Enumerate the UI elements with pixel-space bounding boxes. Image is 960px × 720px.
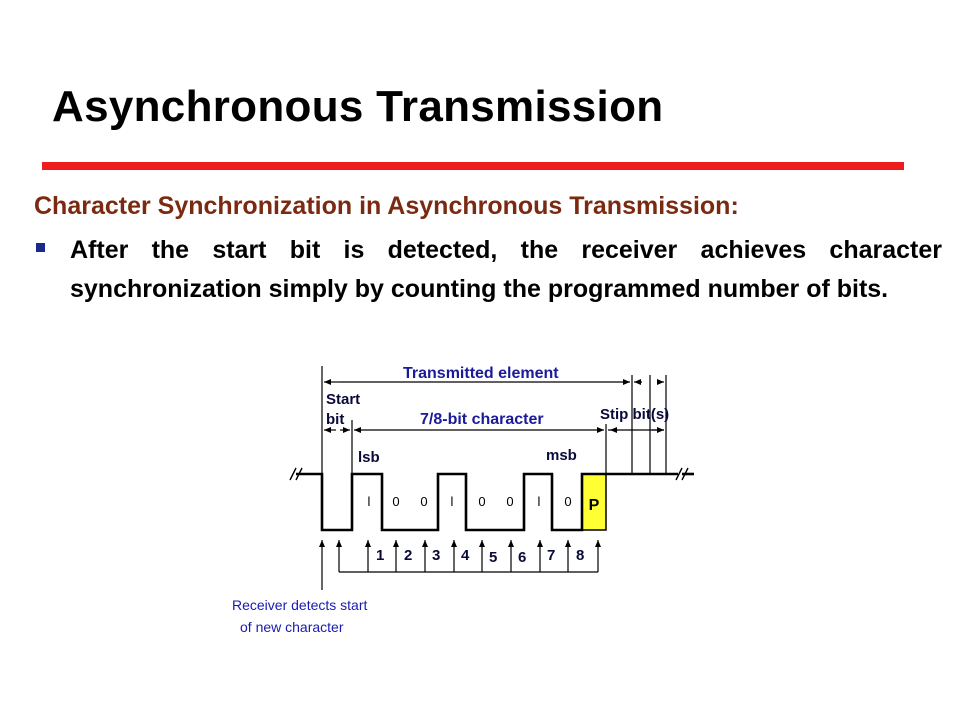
caption-line1: Receiver detects start <box>232 597 367 613</box>
sample-number: 7 <box>547 547 555 564</box>
title-underline <box>42 162 904 170</box>
parity-bit-label: P <box>589 497 600 514</box>
bit-value: 0 <box>420 494 427 509</box>
transmitted-element-label: Transmitted element <box>403 365 559 382</box>
sample-number: 2 <box>404 547 412 564</box>
break-mark-right-icon <box>675 467 689 481</box>
sample-number: 6 <box>518 549 526 566</box>
bit-value: 0 <box>478 494 485 509</box>
bit-value: l <box>368 494 371 509</box>
start-bit-label-line1: Start <box>326 391 360 408</box>
bit-value: 0 <box>506 494 513 509</box>
slide-title: Asynchronous Transmission <box>52 82 664 131</box>
character-label: 7/8-bit character <box>420 411 544 428</box>
sample-number: 8 <box>576 547 584 564</box>
bit-value: l <box>538 494 541 509</box>
bullet-text: After the start bit is detected, the rec… <box>70 236 942 303</box>
sample-number: 3 <box>432 547 440 564</box>
signal-waveform <box>296 472 678 532</box>
sample-number: 4 <box>461 547 470 564</box>
bit-value: 0 <box>564 494 571 509</box>
lsb-label: lsb <box>358 449 380 466</box>
start-bit-label-line2: bit <box>326 411 344 428</box>
slide-subtitle: Character Synchronization in Asynchronou… <box>34 192 739 220</box>
sample-arrows <box>319 540 601 590</box>
bit-value: l <box>451 494 454 509</box>
bullet-square-icon <box>36 243 45 252</box>
bit-value: 0 <box>392 494 399 509</box>
sample-number: 1 <box>376 547 384 564</box>
caption-line2: of new character <box>240 619 344 635</box>
msb-label: msb <box>546 447 577 464</box>
stop-bits-label: Stip bit(s) <box>600 406 669 423</box>
break-mark-left-icon <box>289 467 303 481</box>
sample-number: 5 <box>489 549 497 566</box>
